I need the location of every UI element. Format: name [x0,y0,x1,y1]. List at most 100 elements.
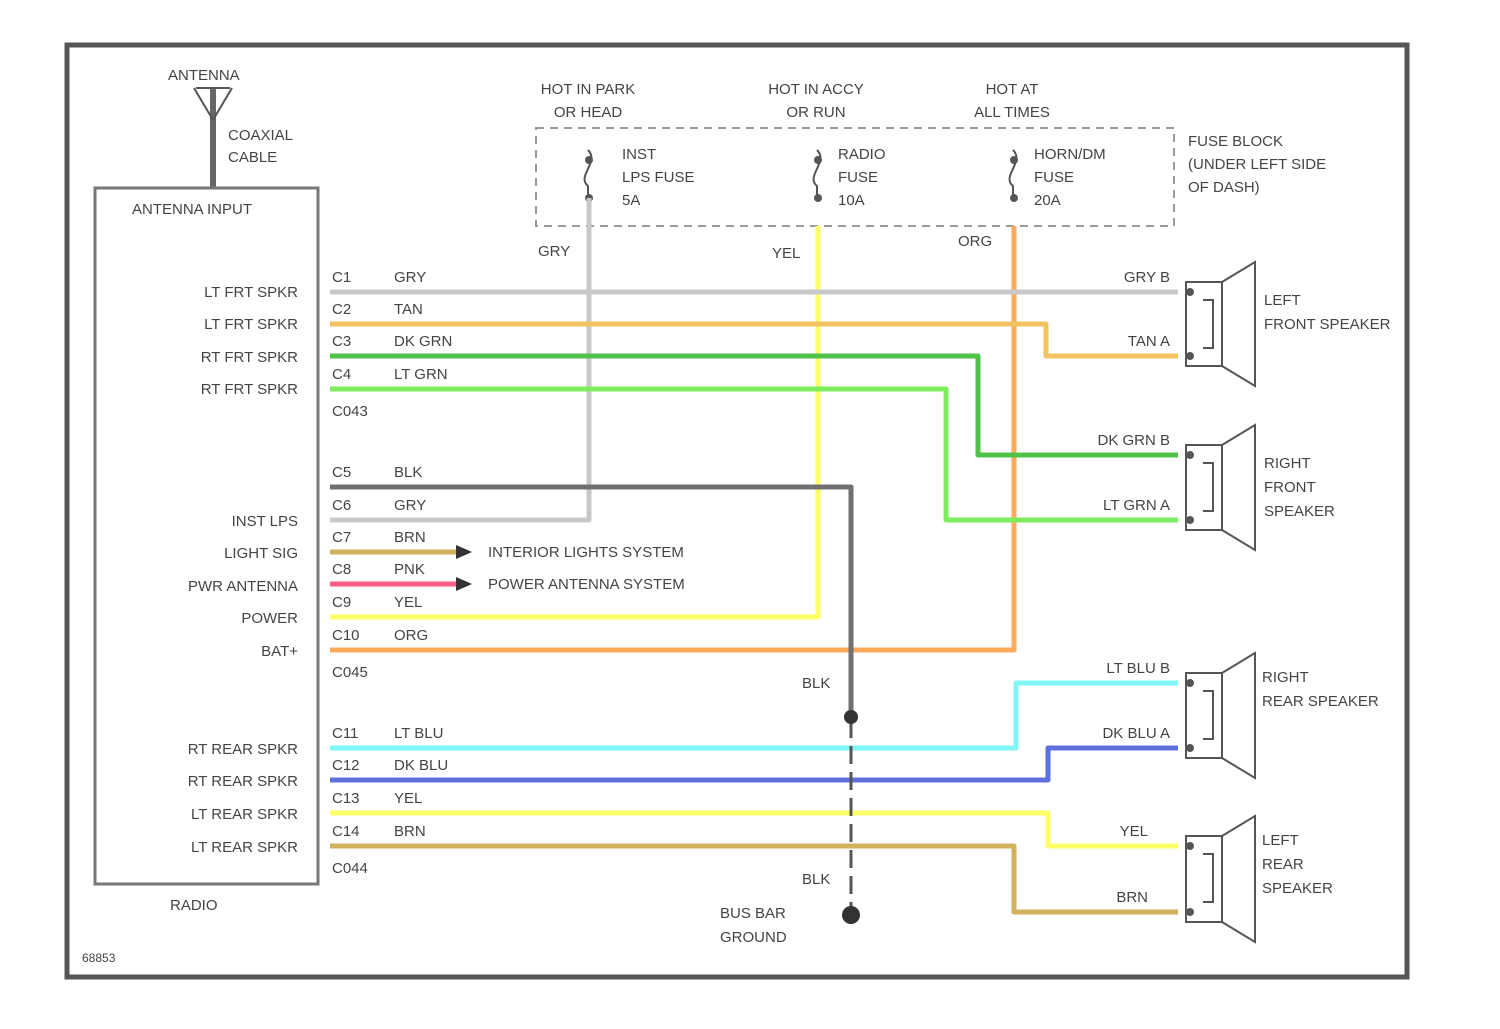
connector-label: C11 [332,725,358,742]
wire-color-label: GRY [394,497,426,514]
arrow-icon [456,545,472,559]
wire-yel-lr-b [330,813,1178,846]
wire-color-label: ORG [394,627,428,644]
wire-brn-lr-a [330,846,1178,912]
hot-label: OR HEAD [554,104,623,121]
speaker-left-front [1186,262,1255,386]
radio-pin-label: RT FRT SPKR [201,349,298,366]
connector-label: C13 [332,790,360,807]
hot-label: HOT IN ACCY [768,81,864,98]
fuse-symbol [814,150,821,201]
speaker-wire-label: DK GRN B [1097,432,1170,449]
system-label: INTERIOR LIGHTS SYSTEM [488,544,684,561]
fuse-name: 10A [838,192,865,209]
fuse-block-label: FUSE BLOCK [1188,133,1283,150]
connector-label: C9 [332,594,351,611]
wire-color-label: YEL [394,790,422,807]
fuse-symbol [1010,150,1017,201]
speaker-label: FRONT SPEAKER [1264,316,1391,333]
ground-wire-label: BLK [802,871,830,888]
fuse-name: HORN/DM [1034,146,1106,163]
fuse-name: LPS FUSE [622,169,695,186]
connector-label: C14 [332,823,360,840]
radio-pin-label: RT REAR SPKR [188,773,298,790]
wire-color-label: GRY [394,269,426,286]
radio-pin-label: INST LPS [232,513,298,530]
radio-pin-label: BAT+ [261,643,298,660]
ground-label: BUS BAR [720,905,786,922]
fuse-name: 20A [1034,192,1061,209]
hot-label: HOT IN PARK [541,81,635,98]
wire-color-label: DK GRN [394,333,452,350]
fuse-symbol [585,150,592,201]
figure-id: 68853 [82,951,116,965]
connector-block-label: C045 [332,664,368,681]
speaker-wire-label: GRY B [1124,269,1170,286]
connector-label: C10 [332,627,360,644]
speaker-label: RIGHT [1264,455,1311,472]
connector-label: C8 [332,561,351,578]
radio-pin-label: LIGHT SIG [224,545,298,562]
hot-label: OR RUN [786,104,845,121]
antenna-input-label: ANTENNA INPUT [132,201,252,218]
wire-color-label: LT GRN [394,366,448,383]
radio-pin-label: PWR ANTENNA [188,578,298,595]
fuse-name: INST [622,146,656,163]
radio-pin-label: RT FRT SPKR [201,381,298,398]
radio-pin-label: LT FRT SPKR [204,284,298,301]
speaker-label: LEFT [1264,292,1301,309]
wire-color-label: BRN [394,529,426,546]
speaker-label: SPEAKER [1262,880,1333,897]
coax-label-2: CABLE [228,149,277,166]
speaker-wire-label: YEL [1120,823,1148,840]
radio-pin-label: LT FRT SPKR [204,316,298,333]
fuse-out-wire-label: ORG [958,233,992,250]
coax-label-1: COAXIAL [228,127,293,144]
speaker-label: REAR SPEAKER [1262,693,1379,710]
ground-label: GROUND [720,929,787,946]
speaker-label: FRONT [1264,479,1316,496]
speaker-wire-label: LT GRN A [1103,497,1170,514]
radio-label: RADIO [170,897,218,914]
antenna-label: ANTENNA [168,67,240,84]
connector-label: C2 [332,301,351,318]
speaker-wire-label: LT BLU B [1106,660,1170,677]
connector-block-label: C044 [332,860,368,877]
wire-dkgrn-rf-b [330,356,1178,455]
radio-pin-label: POWER [241,610,298,627]
antenna [194,88,232,188]
fuse-name: FUSE [1034,169,1074,186]
radio-pin-label: LT REAR SPKR [191,839,298,856]
connector-block-label: C043 [332,403,368,420]
fuse-block-label: (UNDER LEFT SIDE [1188,156,1326,173]
radio-pin-label: RT REAR SPKR [188,741,298,758]
fuse-name: FUSE [838,169,878,186]
fuse-name: 5A [622,192,640,209]
speaker-label: SPEAKER [1264,503,1335,520]
connector-label: C5 [332,464,351,481]
fuse-out-wire-label: YEL [772,245,800,262]
wire-color-label: BRN [394,823,426,840]
wire-ltblu-rr-b [330,683,1178,748]
splice-dot [844,710,858,724]
fuse-out-wire-label: GRY [538,243,570,260]
speaker-label: LEFT [1262,832,1299,849]
speaker-left-rear [1186,816,1255,942]
connector-label: C3 [332,333,351,350]
ground-dot [842,906,860,924]
speaker-label: RIGHT [1262,669,1309,686]
connector-label: C4 [332,366,351,383]
speaker-label: REAR [1262,856,1304,873]
wire-color-label: LT BLU [394,725,443,742]
wire-tan-lf-a [330,324,1178,356]
hot-label: ALL TIMES [974,104,1050,121]
wire-color-label: DK BLU [394,757,448,774]
speaker-right-rear [1186,653,1255,778]
connector-label: C1 [332,269,351,286]
speaker-wire-label: BRN [1116,889,1148,906]
wire-color-label: YEL [394,594,422,611]
wire-color-label: TAN [394,301,423,318]
system-label: POWER ANTENNA SYSTEM [488,576,685,593]
